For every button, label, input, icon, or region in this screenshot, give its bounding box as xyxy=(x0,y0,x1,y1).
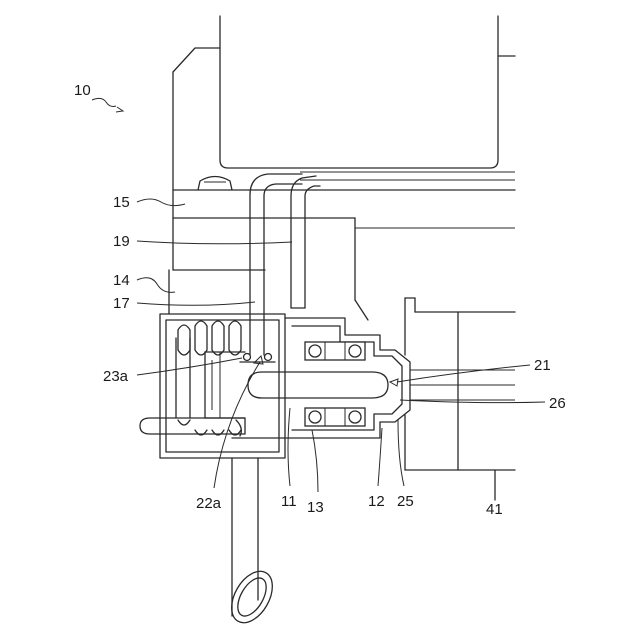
label-26: 26 xyxy=(549,395,566,412)
bracket xyxy=(169,218,368,320)
upper-housing xyxy=(173,16,515,270)
label-15: 15 xyxy=(113,194,130,211)
label-25: 25 xyxy=(397,493,414,510)
label-12: 12 xyxy=(368,493,385,510)
reference-numerals: 10 15 19 14 17 23a 21 26 22a 11 13 12 25… xyxy=(74,82,566,518)
label-17: 17 xyxy=(113,295,130,312)
label-11: 11 xyxy=(281,493,297,510)
label-22a: 22a xyxy=(196,495,222,512)
mounting-plate xyxy=(173,172,515,228)
spring-housing xyxy=(160,314,285,458)
label-13: 13 xyxy=(307,499,324,516)
label-21: 21 xyxy=(534,357,551,374)
label-41: 41 xyxy=(486,501,503,518)
bearing-housing xyxy=(285,298,515,470)
motor-body xyxy=(410,312,515,500)
o-ring-seal xyxy=(240,354,275,363)
label-14: 14 xyxy=(113,272,130,289)
rotor-shaft xyxy=(248,372,388,398)
ball-bearings xyxy=(305,342,365,426)
label-10: 10 xyxy=(74,82,91,99)
label-19: 19 xyxy=(113,233,130,250)
outlet-pipe xyxy=(223,458,280,630)
label-23a: 23a xyxy=(103,368,129,385)
